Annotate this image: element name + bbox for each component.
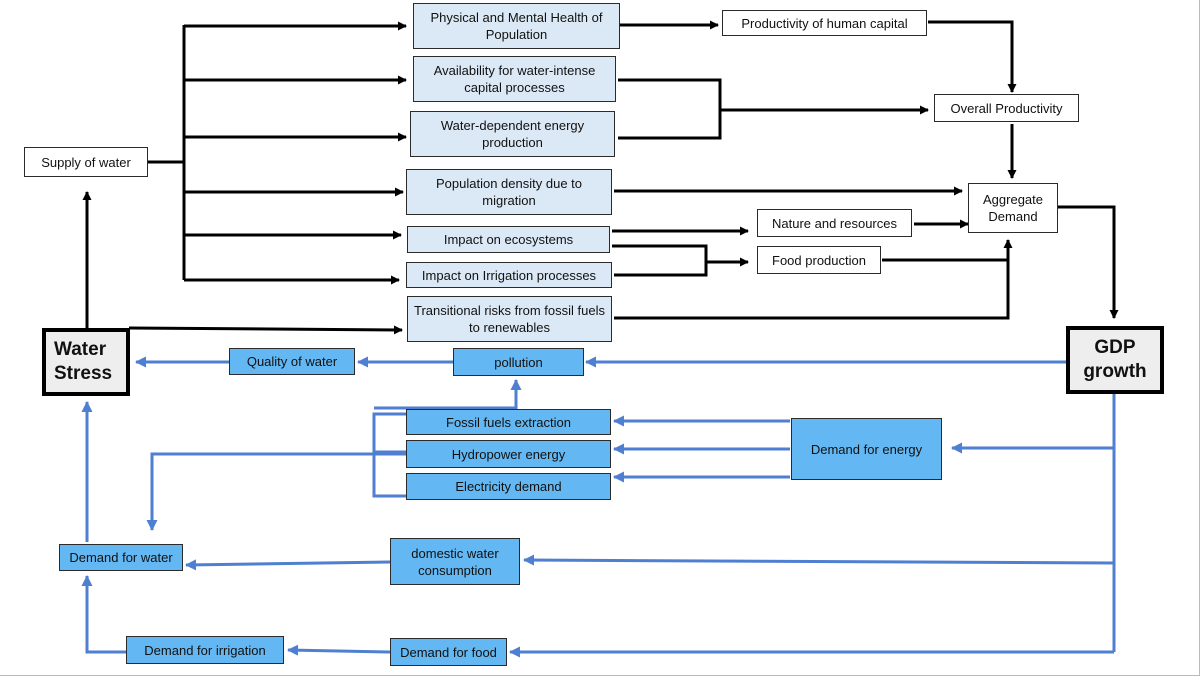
edge-irrigation-to-demand-water (81, 575, 126, 654)
node-gdp-growth: GDP growth (1066, 326, 1164, 394)
edge-gdp-to-domestic (523, 554, 1115, 566)
node-aggregate-demand: Aggregate Demand (968, 183, 1058, 233)
node-food-production: Food production (757, 246, 881, 274)
node-electricity-demand: Electricity demand (406, 473, 611, 500)
edge-bracket-to-pollution (374, 379, 522, 410)
node-availability-water-intense: Availability for water-intense capital p… (413, 56, 616, 102)
node-water-dependent-energy: Water-dependent energy production (410, 111, 615, 157)
edge-stress-to-transitional (128, 325, 403, 335)
node-quality-of-water: Quality of water (229, 348, 355, 375)
node-productivity-human-capital: Productivity of human capital (722, 10, 927, 36)
node-fossil-fuels-extraction: Fossil fuels extraction (406, 409, 611, 435)
node-nature-and-resources: Nature and resources (757, 209, 912, 237)
node-hydropower-energy: Hydropower energy (406, 440, 611, 468)
blue-connectors (81, 356, 1116, 658)
node-water-stress: Water Stress (42, 328, 130, 396)
node-impact-on-irrigation: Impact on Irrigation processes (406, 262, 612, 288)
edge-transitional-to-aggregate (614, 239, 1013, 320)
node-population-density: Population density due to migration (406, 169, 612, 215)
edge-to-food-merge (612, 244, 708, 277)
edge-avail-merge (618, 78, 722, 140)
node-impact-on-ecosystems: Impact on ecosystems (407, 226, 610, 253)
edge-prod-human-to-overall (928, 20, 1017, 93)
node-physical-mental-health: Physical and Mental Health of Population (413, 3, 620, 49)
edge-aggregate-to-gdp (1058, 205, 1119, 319)
node-overall-productivity: Overall Productivity (934, 94, 1079, 122)
node-demand-for-food: Demand for food (390, 638, 507, 666)
node-pollution: pollution (453, 348, 584, 376)
node-supply-of-water: Supply of water (24, 147, 148, 177)
edge-hydro-to-demand-water (146, 452, 406, 531)
black-connectors (82, 20, 1119, 335)
node-demand-for-energy: Demand for energy (791, 418, 942, 480)
node-domestic-water-consumption: domestic water consumption (390, 538, 520, 585)
edge-domestic-to-demand-water (185, 559, 391, 571)
edge-food-to-irrigation (287, 644, 391, 656)
node-demand-for-irrigation: Demand for irrigation (126, 636, 284, 664)
node-transitional-risks: Transitional risks from fossil fuels to … (407, 296, 612, 342)
node-demand-for-water: Demand for water (59, 544, 183, 571)
